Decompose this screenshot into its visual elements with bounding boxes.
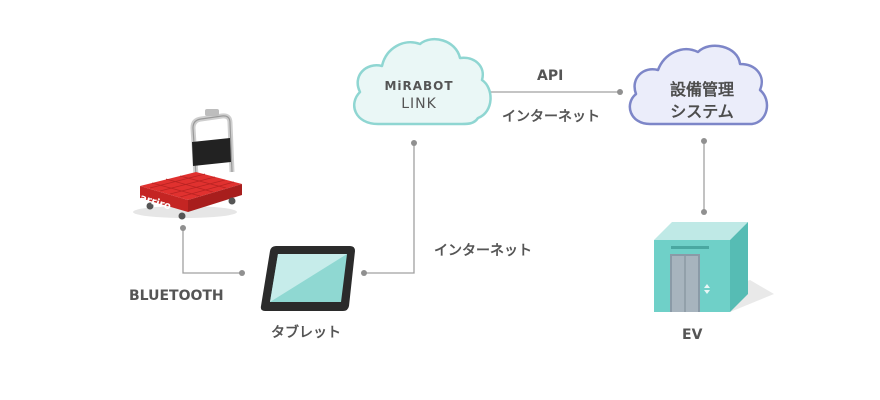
carriro-cart-icon xyxy=(133,109,242,220)
facility-line1-text: 設備管理 xyxy=(669,80,734,99)
bluetooth-label: BLUETOOTH xyxy=(129,288,224,304)
connector-dot xyxy=(411,140,417,146)
connector-dot xyxy=(180,225,186,231)
connector-dot xyxy=(361,270,367,276)
api-label: API xyxy=(537,68,564,84)
connector-dot xyxy=(239,270,245,276)
facility-cloud xyxy=(628,44,769,126)
mirabot-logo-text: MiRABOT xyxy=(384,79,454,93)
tablet-link-line xyxy=(364,143,415,274)
tablet-internet-label: インターネット xyxy=(434,243,532,259)
ev-label: EV xyxy=(682,327,703,343)
cloud-internet-label: インターネット xyxy=(502,109,600,125)
tablet-icon xyxy=(260,246,355,311)
facility-line2-text: システム xyxy=(670,102,734,121)
elevator-icon xyxy=(654,222,774,312)
connector-lines xyxy=(182,91,705,274)
tablet-label: タブレット xyxy=(271,325,341,341)
connector-dot xyxy=(701,209,707,215)
mirabot-link-text: LINK xyxy=(401,96,437,112)
mirabot-cloud xyxy=(353,38,492,126)
bluetooth-link-line xyxy=(182,228,242,274)
connector-dot xyxy=(701,138,707,144)
connector-dot xyxy=(617,89,623,95)
